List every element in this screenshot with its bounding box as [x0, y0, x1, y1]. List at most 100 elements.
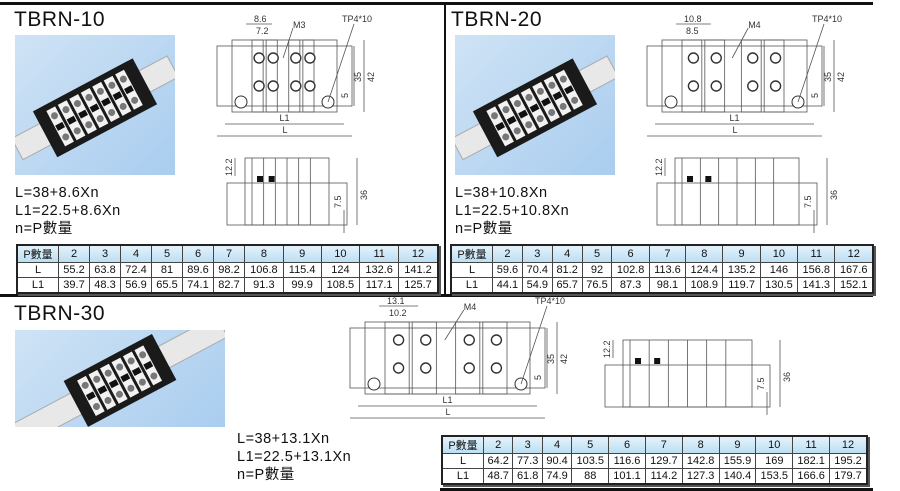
column-header: 3: [89, 244, 121, 263]
dim-pitch-inner-label: 10.2: [389, 308, 407, 318]
mount-label: TP4*10: [812, 14, 842, 24]
table-cell: 98.1: [648, 277, 687, 294]
dim-35-label: 35: [823, 72, 833, 82]
table-cell: 113.6: [648, 262, 687, 278]
table-cell: 116.6: [608, 453, 646, 469]
column-header: 4: [551, 244, 583, 263]
screw-icon: [290, 52, 302, 64]
divider-middle: [0, 294, 873, 297]
row-label: L1: [441, 468, 484, 485]
dim-5-label: 5: [340, 93, 350, 98]
column-header: 3: [512, 435, 543, 454]
table-cell: 102.8: [611, 262, 650, 278]
pole-outline: [251, 39, 264, 113]
table-cell: 119.7: [722, 277, 761, 294]
table-cell: 99.9: [282, 277, 322, 294]
table-cell: 141.3: [797, 277, 836, 294]
housing-outline: [231, 39, 338, 113]
column-header: 10: [320, 244, 361, 263]
table-cell: 103.5: [571, 453, 610, 469]
body-outline: [349, 327, 546, 389]
screw-icon: [463, 362, 475, 374]
row-label: L: [441, 453, 484, 469]
dim-7-label: 7.5: [756, 377, 766, 390]
dim-l-label: L: [733, 125, 738, 135]
formula-n: n=P數量: [237, 467, 295, 483]
column-header: 2: [482, 435, 514, 454]
product-title: TBRN-30: [14, 302, 106, 325]
housing-outline: [364, 321, 531, 395]
table-cell: 117.1: [359, 277, 400, 294]
dim-12-label: 12.2: [224, 158, 234, 176]
dim-l-label: L: [283, 125, 288, 135]
column-header: 11: [792, 435, 830, 454]
mount-label: TP4*10: [535, 296, 565, 306]
dim-36-label: 36: [829, 190, 839, 200]
screw-icon: [420, 334, 432, 346]
pole-outline: [740, 39, 762, 113]
pole-outline: [482, 321, 508, 395]
dim-pitch-inner-label: 7.2: [256, 26, 269, 36]
terminal-block-image: [450, 55, 620, 161]
table-cell: 142.8: [681, 453, 720, 469]
formula-n: n=P數量: [455, 221, 513, 237]
divider-top: [0, 2, 873, 5]
table-cell: 114.2: [644, 468, 683, 485]
terminal-clamp: [257, 176, 263, 182]
pole-outline: [411, 321, 437, 395]
pole-outline: [704, 39, 726, 113]
dim-5-label: 5: [533, 375, 543, 380]
screw-label: M3: [293, 20, 306, 30]
dim-36-label: 36: [359, 190, 369, 200]
screw-label: M4: [464, 302, 477, 312]
dim-pitch-inner-label: 8.5: [686, 26, 699, 36]
screw-icon: [253, 80, 265, 92]
product-title: TBRN-20: [451, 8, 543, 31]
column-header: 10: [755, 435, 794, 454]
terminal-clamp: [635, 358, 641, 364]
screw-icon: [747, 80, 759, 92]
terminal-block-image: [10, 55, 180, 161]
screw-icon: [769, 52, 782, 64]
row-label: L1: [16, 277, 59, 294]
table-cell: 89.6: [182, 262, 214, 278]
table-cell: 167.6: [834, 262, 874, 278]
table-cell: 141.2: [398, 262, 439, 278]
mount-screw-icon: [367, 377, 381, 391]
table-cell: 77.3: [512, 453, 543, 469]
screw-icon: [463, 334, 475, 346]
dim-7-label: 7.5: [333, 195, 343, 208]
column-header: 2: [58, 244, 90, 263]
product-photo: [450, 35, 620, 175]
screw-icon: [392, 362, 405, 374]
screw-icon: [490, 362, 503, 374]
dim-l1-label: L1: [280, 113, 290, 123]
dim-42-label: 42: [559, 354, 569, 364]
table-cell: 129.7: [644, 453, 683, 469]
terminal-clamp: [268, 176, 275, 182]
table-cell: 132.6: [359, 262, 400, 278]
screw-icon: [304, 80, 316, 92]
mount-label: TP4*10: [342, 14, 372, 24]
table-cell: 44.1: [492, 277, 523, 294]
leader-line: [731, 27, 749, 59]
column-header: 8: [681, 435, 720, 454]
pole-outline: [763, 39, 785, 113]
column-header: 7: [213, 244, 245, 263]
column-header: 4: [541, 435, 573, 454]
pole-outline: [265, 39, 278, 113]
screw-icon: [392, 334, 405, 346]
table-cell: 88: [571, 468, 610, 485]
header-label: P數量: [450, 244, 493, 263]
column-header: 5: [571, 435, 610, 454]
dim-pitch-outer-label: 10.8: [684, 14, 702, 24]
table-cell: 74.1: [182, 277, 214, 294]
table-cell: 91.3: [244, 277, 284, 294]
